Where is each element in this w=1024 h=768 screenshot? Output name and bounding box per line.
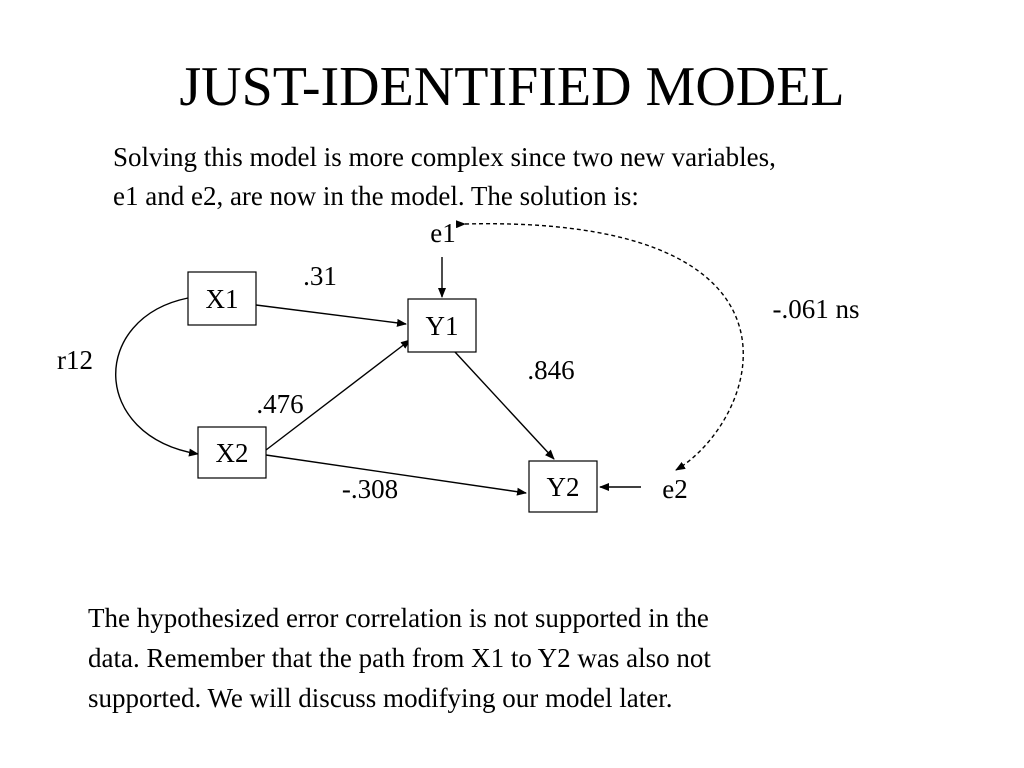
intro-line-1: Solving this model is more complex since…	[113, 142, 776, 172]
coefficient-x2-y1: .476	[256, 389, 303, 419]
error-term-e2: e2	[662, 474, 687, 504]
x2-to-y1-arrow	[265, 339, 411, 451]
node-y2: Y2	[528, 460, 598, 513]
node-y1: Y1	[407, 298, 477, 353]
x1-to-y1-arrow	[255, 304, 407, 327]
footer-line-2: data. Remember that the path from X1 to …	[88, 643, 711, 673]
node-x1: X1	[187, 271, 257, 326]
intro-line-2: e1 and e2, are now in the model. The sol…	[113, 181, 639, 211]
x2-to-y2-arrow	[265, 454, 527, 496]
node-y1-label: Y1	[426, 311, 459, 341]
intro-text: Solving this model is more complex since…	[113, 138, 993, 216]
node-y2-label: Y2	[547, 472, 580, 502]
footer-text: The hypothesized error correlation is no…	[88, 598, 968, 718]
footer-line-1: The hypothesized error correlation is no…	[88, 603, 709, 633]
footer-line-3: supported. We will discuss modifying our…	[88, 683, 673, 713]
node-x2: X2	[197, 426, 267, 479]
r12-label: r12	[57, 345, 93, 375]
coefficient-x1-y1: .31	[303, 261, 337, 291]
slide-title: JUST-IDENTIFIED MODEL	[179, 56, 845, 118]
e1-e2-error-correlation-arrow	[455, 220, 744, 471]
coefficient-y1-y2: .846	[527, 355, 574, 385]
node-x2-label: X2	[216, 438, 249, 468]
error-term-e1: e1	[430, 218, 455, 248]
coefficient-x2-y2: -.308	[342, 474, 398, 504]
r12-correlation-arrow	[115, 292, 199, 457]
node-x1-label: X1	[206, 284, 239, 314]
coefficient-e1-e2: -.061 ns	[773, 294, 860, 324]
